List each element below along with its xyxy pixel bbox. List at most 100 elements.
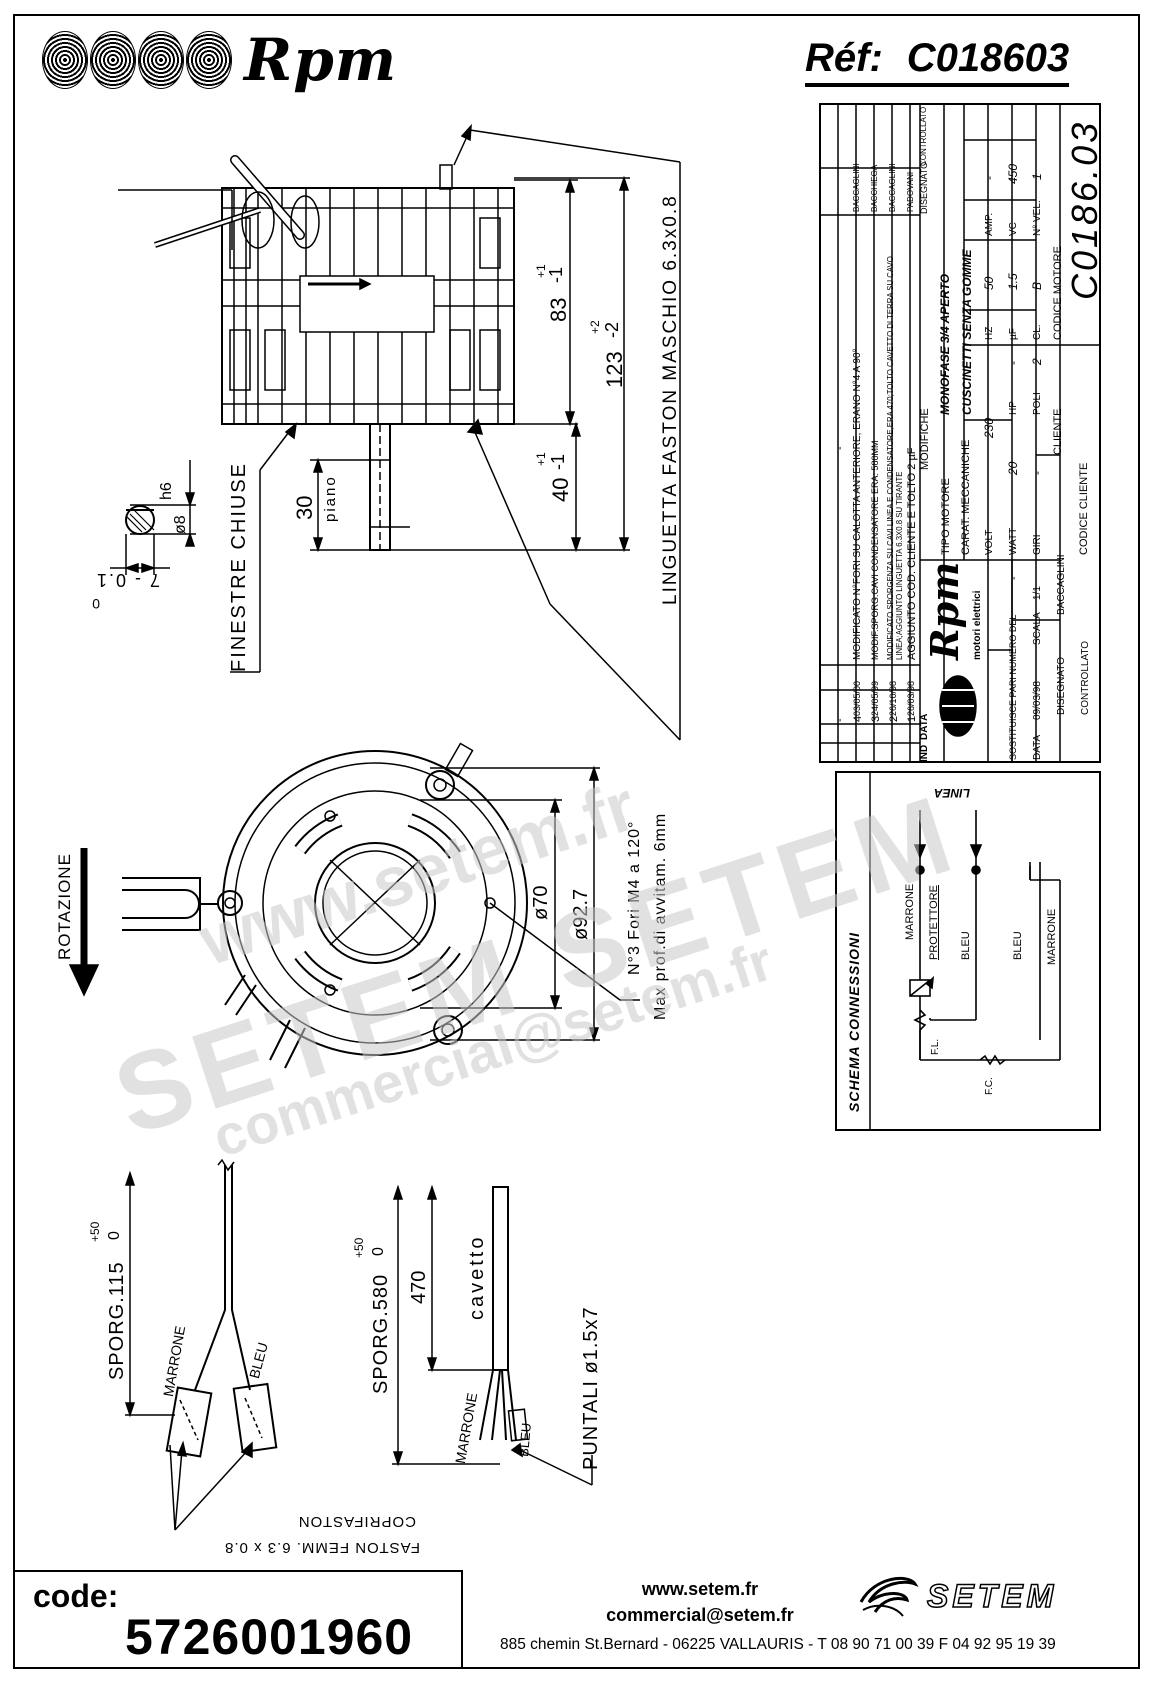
- hp-value: -: [1006, 361, 1020, 365]
- rev2-text: MODIFICATO SPORGENZA SU CAVI LINEA E CON…: [886, 256, 904, 660]
- rev-header-ind: IND: [919, 744, 930, 762]
- giri-value: -: [1030, 471, 1044, 475]
- shaft-section-detail: [110, 460, 196, 575]
- small-logo-name: Rpm: [922, 561, 967, 660]
- rev4-date: 03/05/00: [852, 680, 862, 716]
- email-link[interactable]: commercial@setem.fr: [606, 1605, 794, 1625]
- tipo-motore-label: TIPO MOTORE: [940, 478, 952, 555]
- dim-83-label: 83: [546, 297, 571, 322]
- schema-bleu-label: BLEU: [960, 931, 972, 960]
- volt-label: VOLT: [984, 529, 995, 555]
- watt-label: WATT: [1008, 527, 1019, 555]
- data-label: DATA: [1032, 734, 1043, 760]
- title-block-lines: [819, 103, 1101, 1131]
- rev1-text: AGGIUNTO COD. CLIENTE E TOLTO 2 µF: [906, 447, 918, 660]
- sostituisce-value: -: [1008, 576, 1020, 580]
- page-frame: [13, 14, 1140, 1669]
- address-line: 885 chemin St.Bernard - 06225 VALLAURIS …: [500, 1636, 1056, 1653]
- coil-logo-icon: [42, 31, 232, 89]
- sporg115-tol: +50: [88, 1221, 102, 1242]
- brand-name: Rpm: [244, 26, 398, 94]
- volt-value: 230: [982, 417, 996, 438]
- dim-123-tol-upper: +2: [588, 320, 602, 334]
- motor-side-view: [118, 123, 681, 741]
- carat-value: CUSCINETTI SENZA GOMME: [960, 249, 974, 415]
- rev5-ind: -: [834, 718, 846, 722]
- product-code-box: code: 5726001960: [13, 1570, 463, 1669]
- rev-header-controllato: CONTROLLATO: [919, 106, 928, 166]
- scala-value: 1/1: [1032, 586, 1043, 600]
- disegnato-label: DISEGNATO: [1056, 657, 1067, 715]
- schema-bleu2-label: BLEU: [1012, 931, 1024, 960]
- rpm-logo: Rpm: [42, 26, 398, 94]
- rev1-ind: 1: [906, 715, 918, 722]
- uf-value: 1.5: [1006, 273, 1020, 290]
- uf-label: µF: [1008, 328, 1019, 340]
- amp-value: -: [982, 176, 996, 180]
- dim-40-tol-lower: -1: [548, 453, 568, 470]
- giri-label: GIRI: [1032, 534, 1043, 555]
- rev3-date: 24/05/99: [870, 680, 880, 716]
- ref-value: C018603: [906, 36, 1070, 80]
- coprifaston-label: COPRIFASTON: [297, 1513, 416, 1530]
- dim-83-tol-lower: -1: [546, 266, 566, 283]
- dim-40-tol-upper: +1: [534, 452, 548, 466]
- dim-40-label: 40: [548, 477, 573, 502]
- dim-7-tol: 0: [92, 596, 100, 612]
- rev-header-modifiche: MODIFICHE: [919, 408, 931, 470]
- piano-label: piano: [322, 475, 339, 522]
- rev3-disegnato: BACCHIEGA: [870, 164, 879, 212]
- rev-header-data: DATA: [919, 713, 930, 740]
- rev2-ind: 2: [888, 715, 900, 722]
- setem-logo: SETEM: [855, 1572, 1057, 1620]
- watt-value: 20: [1006, 461, 1020, 475]
- sporg580-zero: 0: [370, 1247, 387, 1256]
- nvel-value: 1: [1030, 173, 1044, 180]
- schema-title: SCHEMA CONNESSIONI: [846, 931, 862, 1112]
- setem-name: SETEM: [926, 1577, 1058, 1615]
- diam8-label: ø8: [172, 515, 189, 534]
- setem-swirl-icon: [859, 1576, 919, 1617]
- cl-label: CL.: [1032, 324, 1043, 340]
- sporg580-tol: +50: [352, 1237, 366, 1258]
- rev3-text: MODIF.SPORG.CAVI CONDENSATORE ERA: 580MM: [870, 440, 880, 660]
- vc-label: VC: [1008, 222, 1019, 236]
- cl-value: B: [1030, 281, 1044, 290]
- dim-123-tol-lower: -2: [602, 321, 622, 338]
- controllato-label: CONTROLLATO: [1080, 640, 1091, 715]
- rev4-text: MODIFICATO N°FORI SU CALOTTA ANTERIORE, …: [852, 348, 863, 661]
- rev3-ind: 3: [870, 715, 882, 722]
- linguetta-label: LINGUETTA FASTON MASCHIO 6.3x0.8: [660, 194, 681, 605]
- schema-fc-label: F.C.: [984, 1077, 995, 1095]
- contact-info: www.setem.fr commercial@setem.fr: [540, 1576, 860, 1628]
- rev4-disegnato: BACCAGLINI: [852, 163, 861, 212]
- motor-front-view: [68, 742, 640, 1069]
- rotazione-label: ROTAZIONE: [55, 853, 74, 960]
- codice-motore-value: C0186.03: [1064, 119, 1105, 300]
- puntali-label: PUNTALI ø1.5x7: [580, 1306, 602, 1470]
- rev5-text: -: [834, 446, 846, 450]
- website-link[interactable]: www.setem.fr: [641, 1579, 759, 1599]
- code-value: 5726001960: [125, 1609, 414, 1665]
- dim-470-label: 470: [408, 1270, 430, 1304]
- rev1-date: 26/03/98: [906, 680, 916, 716]
- cable-drawings: [124, 1158, 593, 1531]
- vc-value: 450: [1006, 163, 1020, 184]
- rev-header-disegnato: DISEGNATO: [919, 161, 929, 214]
- sporg115-label: SPORG.115: [106, 1261, 128, 1380]
- dim-30-label: 30: [292, 495, 317, 520]
- scala-label: SCALA: [1032, 612, 1043, 645]
- poli-value: 2: [1030, 358, 1044, 365]
- cliente-label: CLIENTE: [1052, 408, 1064, 455]
- rev1-disegnato: PADOVANI: [906, 171, 915, 212]
- rpm-small-logo-icon: [939, 675, 977, 737]
- small-logo-sub: motori elettrici: [972, 590, 983, 660]
- cavetto-label: cavetto: [466, 1234, 488, 1320]
- tipo-motore-value: MONOFASE 3/4 APERTO: [938, 273, 952, 415]
- hz-value: 50: [982, 276, 996, 290]
- data-value: 09/03/98: [1032, 681, 1043, 720]
- disegnato-value: BACCAGLINI: [1056, 554, 1067, 615]
- ref-label: Réf:: [805, 36, 883, 80]
- amp-label: AMP.: [984, 212, 995, 236]
